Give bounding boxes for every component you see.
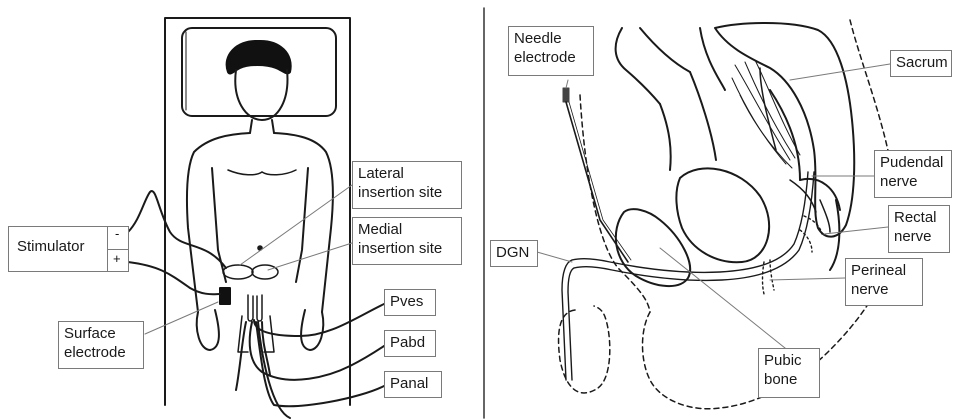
perineal-nerve-label: Perineal nerve <box>845 258 923 306</box>
sacrum-label: Sacrum <box>890 50 952 77</box>
surface-pointer <box>145 302 218 334</box>
rectal-pointer <box>824 227 888 234</box>
hair <box>227 41 291 74</box>
stimulator-wires <box>128 191 226 294</box>
terminal-divider <box>107 249 129 250</box>
sacrum-bone <box>715 23 854 237</box>
pubic-bone-label: Pubic bone <box>758 348 820 398</box>
dgn-pointer <box>537 252 572 262</box>
head <box>235 70 287 120</box>
lateral-insertion-ellipse <box>223 265 253 279</box>
medial-pointer <box>268 243 352 270</box>
medial-insertion-ellipse <box>252 265 278 279</box>
panal-label: Panal <box>384 371 442 398</box>
sacral-nerve-roots <box>732 60 800 168</box>
patient-figure <box>187 41 333 352</box>
needle-electrode <box>563 88 631 262</box>
needle-electrode-label: Needle electrode <box>508 26 594 76</box>
pves-label: Pves <box>384 289 436 316</box>
sacrum-pointer <box>790 64 890 80</box>
lateral-insertion-site-label: Lateral insertion site <box>352 161 462 209</box>
needle-pointer <box>566 80 568 88</box>
stimulator-plus: + <box>113 251 121 266</box>
pubic-pointer <box>660 248 790 352</box>
pabd-label: Pabd <box>384 330 436 357</box>
dgn-label: DGN <box>490 240 538 267</box>
rectal-nerve-label: Rectal nerve <box>888 205 950 253</box>
stimulator-label: Stimulator <box>8 226 108 272</box>
catheter-lines <box>236 304 384 418</box>
pudendal-nerve-label: Pudendal nerve <box>874 150 952 198</box>
surface-electrode-pad <box>220 288 230 304</box>
body-outline-dashed <box>559 20 890 409</box>
perineal-pointer <box>770 278 845 280</box>
examination-bed <box>165 18 350 405</box>
medial-insertion-site-label: Medial insertion site <box>352 217 462 265</box>
stimulator-minus: - <box>115 226 119 241</box>
perineal-nerve-branch <box>770 260 774 290</box>
pelvic-bone <box>616 28 840 286</box>
lateral-pointer <box>240 185 352 265</box>
surface-electrode-label: Surface electrode <box>58 321 144 369</box>
obturator-foramen <box>676 168 769 262</box>
